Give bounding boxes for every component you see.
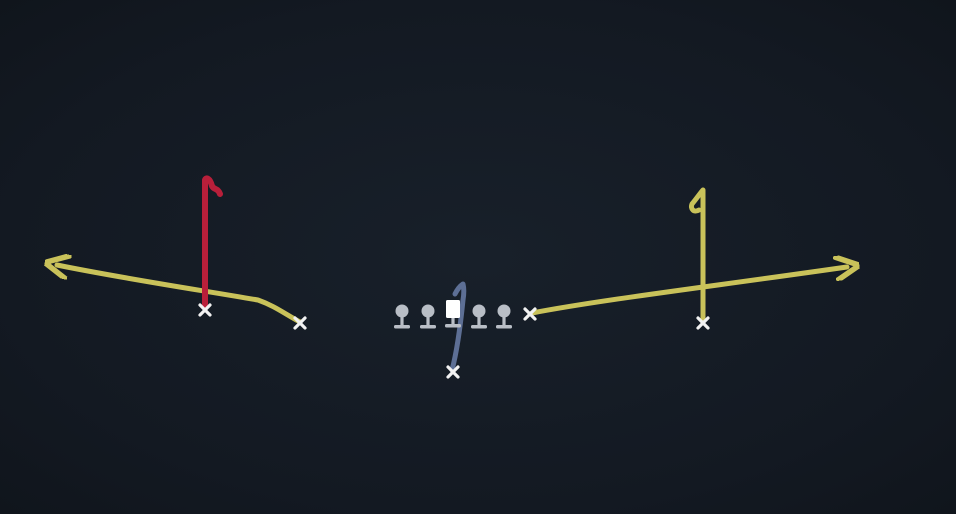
player-markers: [198, 303, 710, 379]
lineman-icon: [394, 304, 410, 329]
yellow-hook-route: [689, 187, 706, 325]
x-marker: [696, 316, 710, 330]
x-marker: [446, 365, 460, 379]
blue-qb-route: [449, 281, 467, 373]
center-square-icon: [445, 300, 461, 328]
yellow-right-arrow-route: [529, 267, 847, 316]
lineman-icon: [496, 304, 512, 329]
lineman-icon: [471, 304, 487, 329]
x-marker: [293, 316, 307, 330]
lineman-icon: [420, 304, 436, 329]
red-flag-route: [202, 175, 223, 311]
offensive-line: [394, 300, 512, 329]
yellow-left-arrow-route: [57, 265, 303, 325]
x-marker: [523, 307, 537, 321]
x-marker: [198, 303, 212, 317]
